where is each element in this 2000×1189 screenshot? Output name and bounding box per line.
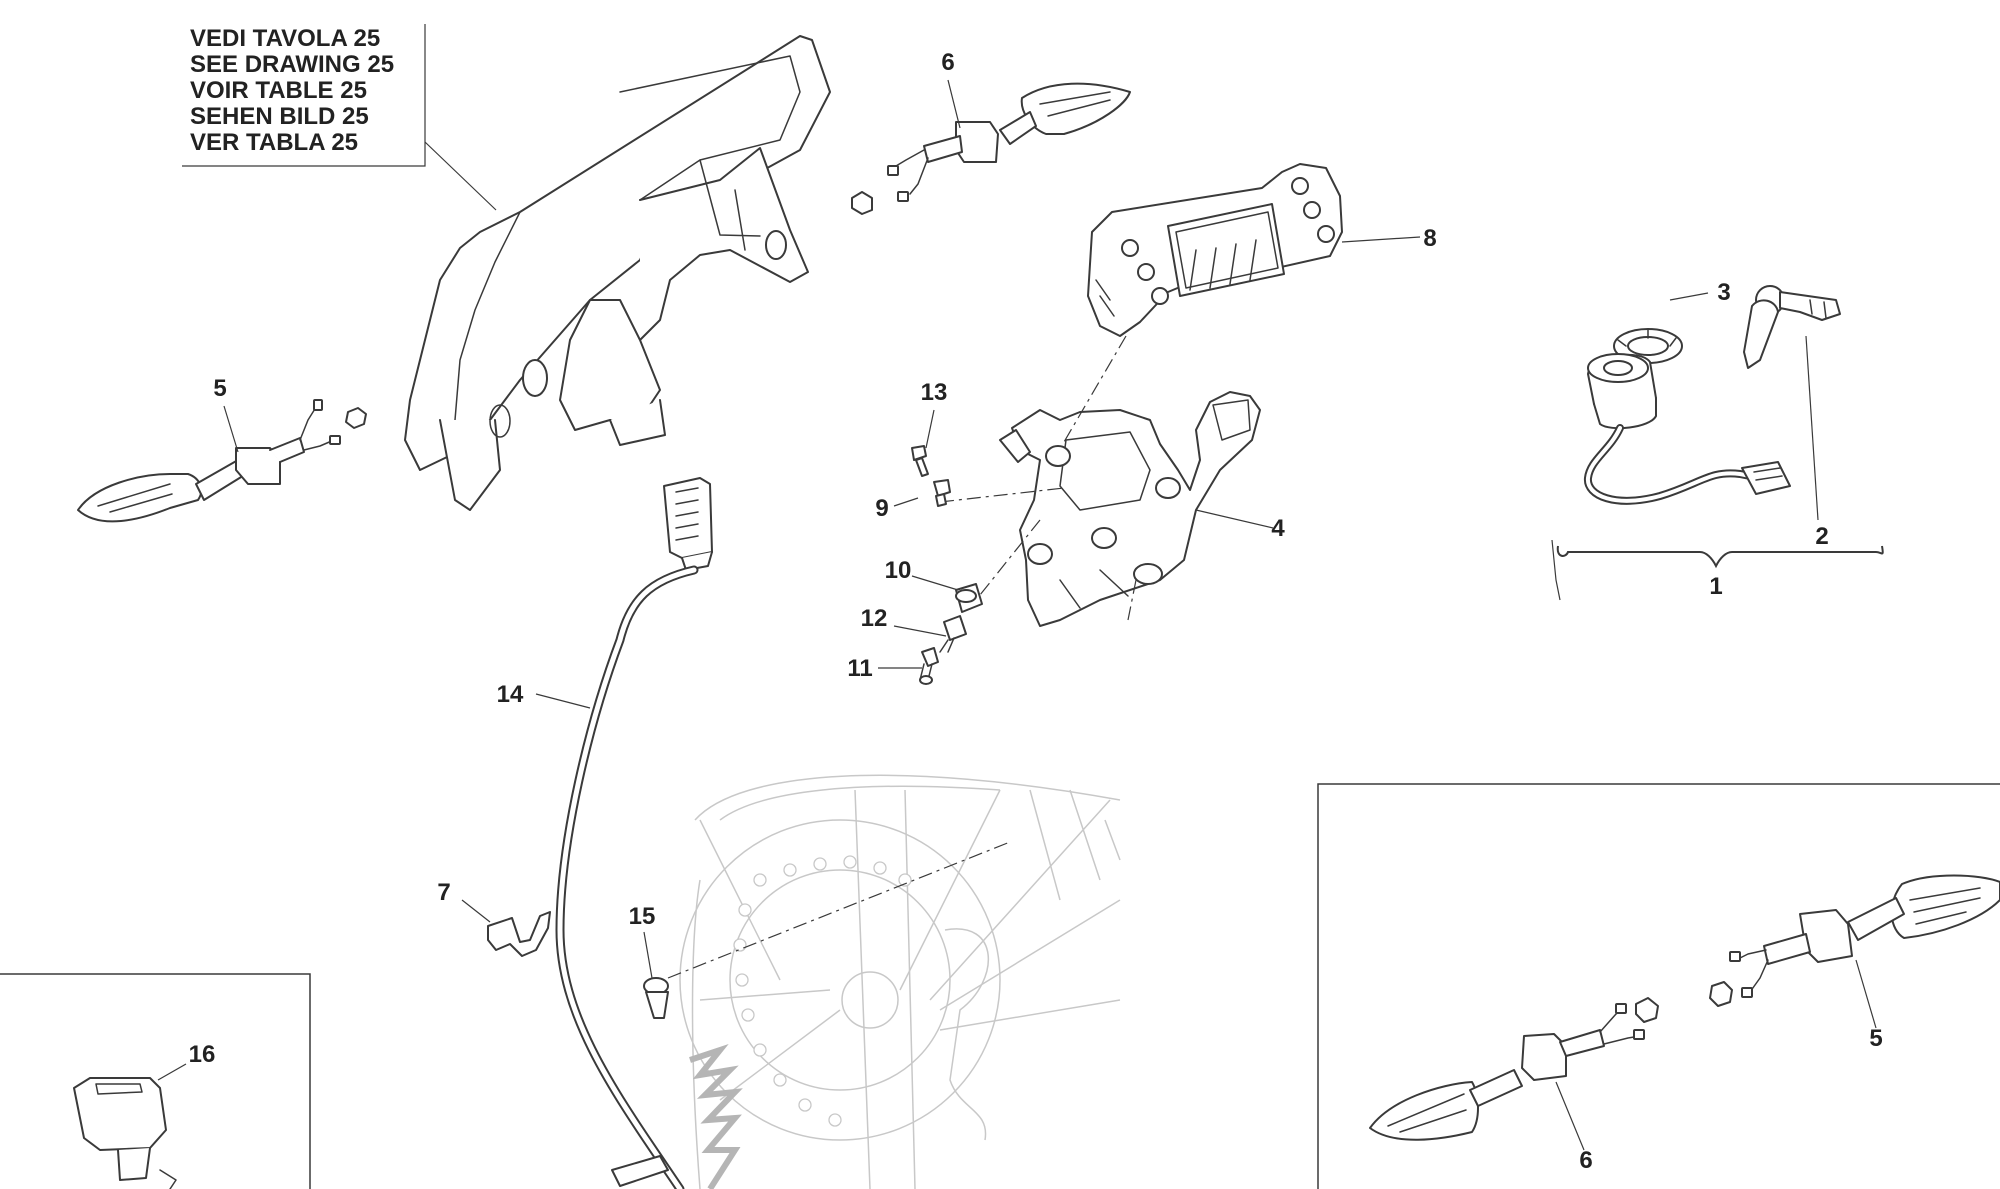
assembly-lines	[667, 335, 1137, 979]
wiring-harness	[555, 477, 713, 1189]
note-line-de: SEHEN BILD 25	[190, 103, 369, 130]
callout-6-inset: 6	[1579, 1147, 1592, 1174]
callout-3: 3	[1717, 279, 1730, 306]
callout-labels: 1 2 3 4 5 5 6 6 7 8 9 10 11 12 13 14 15 …	[189, 49, 1883, 1174]
callout-11: 11	[847, 655, 872, 682]
callout-14: 14	[497, 681, 524, 708]
callout-5-left: 5	[213, 375, 226, 402]
callout-16: 16	[189, 1041, 216, 1068]
callout-15: 15	[629, 903, 656, 930]
cable-clamp	[487, 911, 551, 957]
headlight-fairing	[404, 35, 831, 511]
note-line-en: SEE DRAWING 25	[190, 51, 395, 78]
callout-7: 7	[437, 879, 450, 906]
hardware-screws	[643, 445, 983, 1019]
instrument-cluster	[1087, 163, 1343, 337]
note-line-it: VEDI TAVOLA 25	[190, 25, 381, 52]
callout-4: 4	[1271, 515, 1285, 542]
front-wheel-context	[679, 774, 1121, 1189]
inset-box-right	[1317, 783, 2000, 1189]
reference-note-bracket	[182, 24, 497, 211]
callout-8: 8	[1423, 225, 1436, 252]
callout-9: 9	[875, 495, 888, 522]
turn-indicator-top	[851, 82, 1131, 215]
callout-1: 1	[1709, 573, 1722, 600]
instrument-bracket	[999, 391, 1261, 627]
turn-indicator-left	[77, 399, 367, 523]
callout-12: 12	[861, 605, 888, 632]
callout-6-top: 6	[941, 49, 954, 76]
inset-box-left	[0, 973, 311, 1189]
note-line-fr: VOIR TABLE 25	[190, 77, 367, 104]
callout-5-inset: 5	[1869, 1025, 1882, 1052]
callout-10: 10	[885, 557, 912, 584]
callout-2: 2	[1815, 523, 1828, 550]
callout-13: 13	[921, 379, 948, 406]
callout-leaders	[157, 79, 1884, 1151]
note-line-es: VER TABLA 25	[190, 129, 359, 156]
ignition-switch-kit	[1584, 285, 1841, 505]
